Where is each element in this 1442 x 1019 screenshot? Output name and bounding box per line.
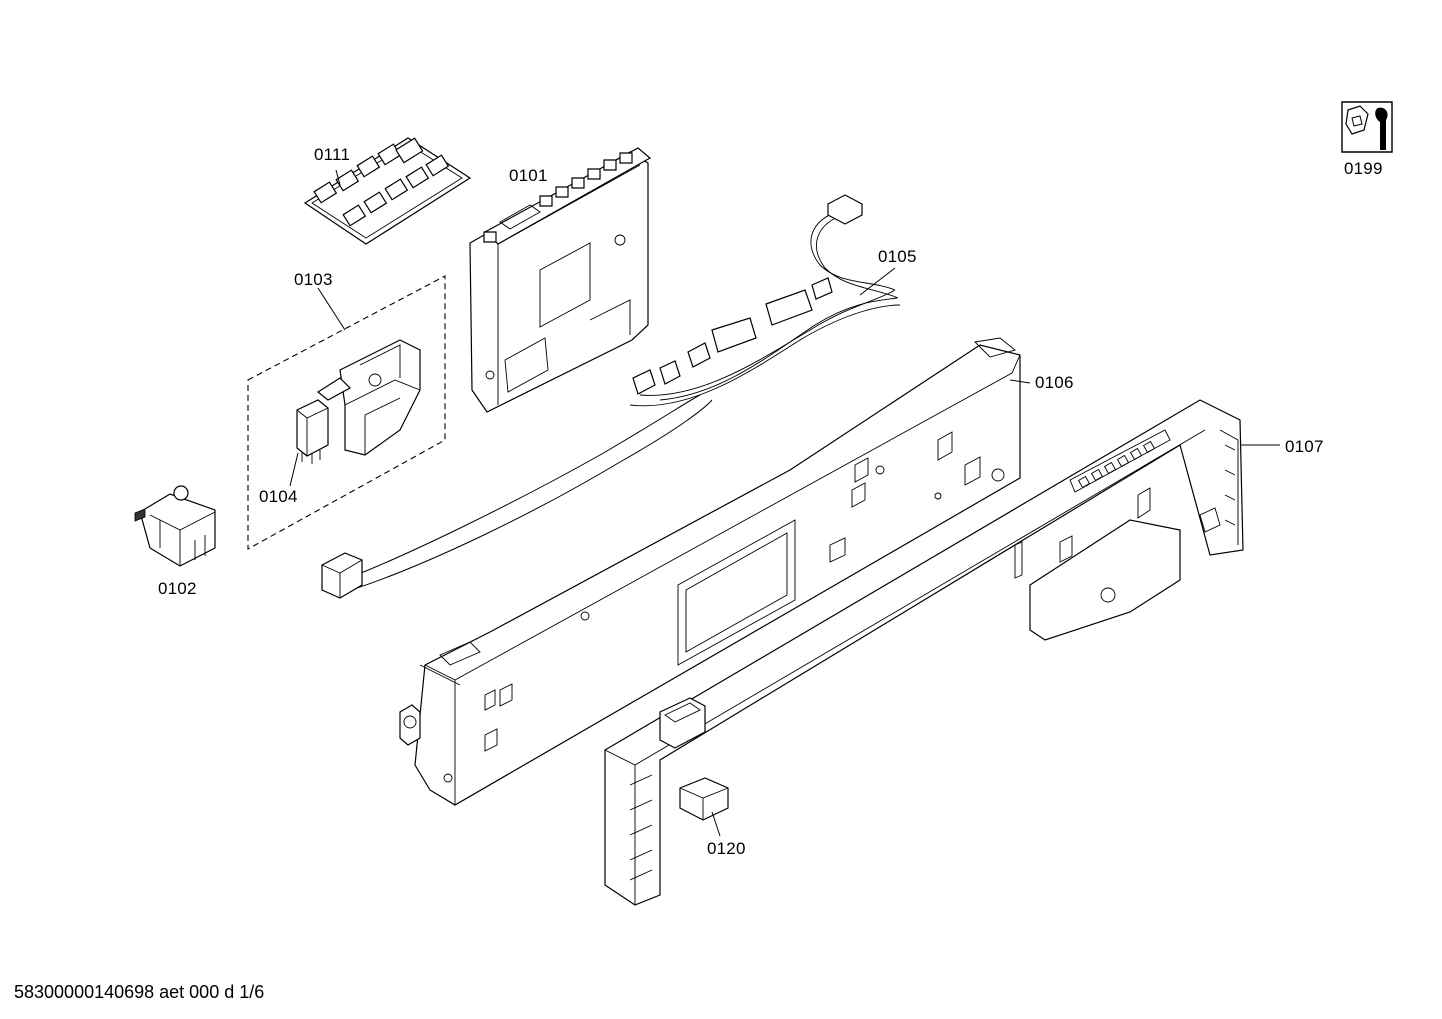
service-tool-icon bbox=[1342, 102, 1392, 152]
label-0102: 0102 bbox=[158, 579, 197, 598]
part-0104-microswitch[interactable] bbox=[297, 400, 328, 464]
part-0106-panel-frame[interactable] bbox=[400, 338, 1020, 805]
label-0101: 0101 bbox=[509, 166, 548, 185]
part-0105-cable-harness[interactable] bbox=[322, 195, 900, 598]
label-0104: 0104 bbox=[259, 487, 298, 506]
leader-lines bbox=[290, 170, 1280, 836]
drawing-reference-footer: 58300000140698 aet 000 d 1/6 bbox=[14, 982, 265, 1002]
label-0199: 0199 bbox=[1344, 159, 1383, 178]
part-0102-switch[interactable] bbox=[135, 486, 215, 566]
part-0107-front-fascia[interactable] bbox=[605, 400, 1243, 905]
label-0120: 0120 bbox=[707, 839, 746, 858]
label-0105: 0105 bbox=[878, 247, 917, 266]
part-0103-door-lock[interactable] bbox=[318, 340, 420, 455]
label-0106: 0106 bbox=[1035, 373, 1074, 392]
label-0103: 0103 bbox=[294, 270, 333, 289]
label-0111: 0111 bbox=[314, 145, 351, 164]
part-0111-keypad-mat[interactable] bbox=[305, 138, 470, 244]
part-0120-cap[interactable] bbox=[680, 778, 728, 820]
label-0107: 0107 bbox=[1285, 437, 1324, 456]
part-0101-electronic-module[interactable] bbox=[470, 148, 650, 412]
